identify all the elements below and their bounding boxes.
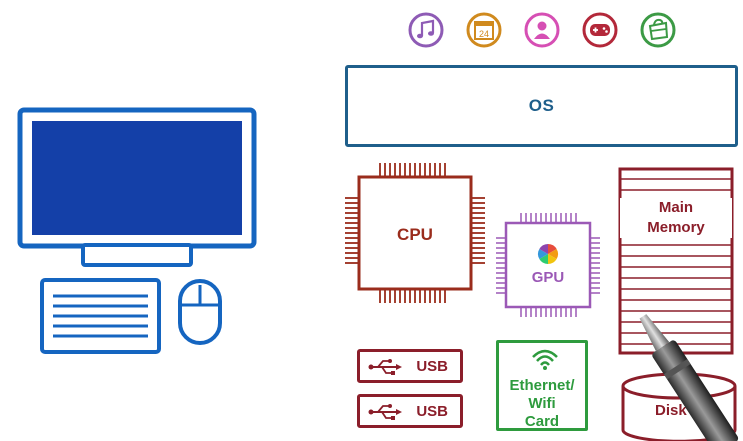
pen-icon	[636, 312, 743, 441]
keyboard-icon	[40, 278, 161, 354]
usb-icon	[368, 404, 402, 420]
network-card-line3: Card	[524, 413, 560, 430]
main-memory-label: Main Memory	[620, 198, 732, 238]
gpu-chip: GPU	[496, 213, 600, 317]
user-icon	[524, 12, 560, 48]
usb-label: USB	[416, 358, 448, 375]
main-memory-label-line2: Memory	[647, 219, 705, 236]
usb-label: USB	[416, 403, 448, 420]
monitor-icon	[17, 107, 257, 267]
cpu-chip: CPU	[345, 163, 485, 303]
usb-icon	[368, 359, 402, 375]
gpu-label: GPU	[531, 269, 565, 286]
shopping-bag-icon	[640, 12, 676, 48]
music-note-icon	[408, 12, 444, 48]
os-label: OS	[528, 96, 555, 115]
mouse-icon	[178, 279, 222, 345]
network-card-line1: Ethernet/	[509, 377, 575, 394]
calendar-icon: 24	[466, 12, 502, 48]
color-wheel-icon	[538, 244, 558, 264]
os-box: OS	[345, 65, 738, 147]
cpu-label: CPU	[397, 225, 433, 244]
calendar-day-text: 24	[479, 29, 489, 39]
usb-port: USB	[357, 349, 463, 383]
disk-label: Disk	[655, 402, 687, 419]
game-controller-icon	[582, 12, 618, 48]
network-card: Ethernet/ Wifi Card	[496, 340, 588, 431]
desktop-computer-illustration	[15, 105, 260, 360]
usb-port: USB	[357, 394, 463, 428]
main-memory-label-line1: Main	[658, 199, 694, 216]
network-card-label: Ethernet/ Wifi Card	[499, 377, 585, 431]
network-card-line2: Wifi	[528, 395, 556, 412]
wifi-icon	[531, 347, 559, 371]
